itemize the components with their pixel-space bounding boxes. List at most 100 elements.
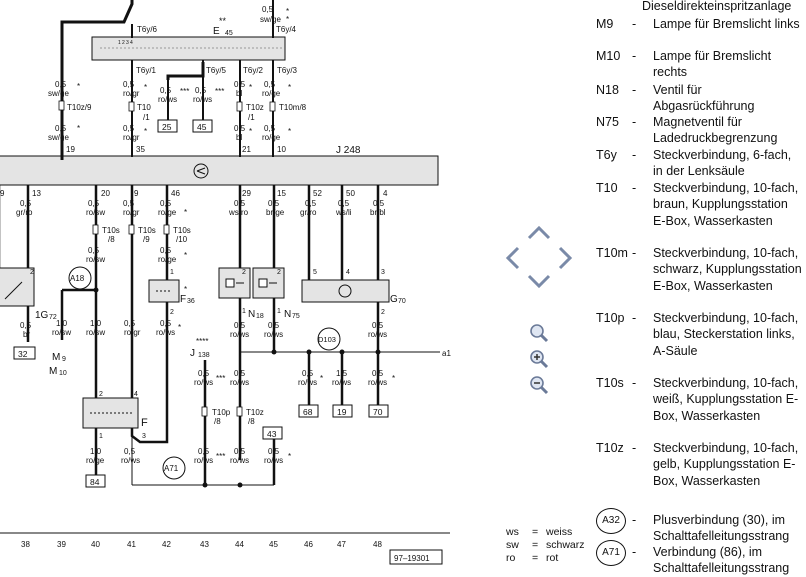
zoom-out-icon[interactable] [528, 374, 550, 396]
legend-description: Lampe für Bremslicht rechts [653, 49, 772, 80]
svg-text:ro/ge: ro/ge [262, 89, 281, 98]
legend-code: A71 [596, 540, 626, 566]
svg-text:0,5: 0,5 [123, 124, 135, 133]
ref-box-84 [85, 474, 106, 488]
svg-text:ro/ws: ro/ws [368, 330, 387, 339]
svg-text:21: 21 [242, 145, 251, 154]
pan-right-icon[interactable] [554, 244, 576, 272]
svg-text:19: 19 [337, 407, 347, 417]
svg-text:0,5: 0,5 [124, 447, 136, 456]
pan-left-icon[interactable] [502, 244, 524, 272]
svg-text:*: * [144, 127, 147, 136]
svg-text:18: 18 [256, 313, 264, 320]
color-name: rot [546, 552, 559, 564]
svg-text:N: N [248, 309, 255, 320]
svg-text:20: 20 [101, 189, 110, 198]
svg-text:/8: /8 [248, 417, 255, 426]
svg-text:138: 138 [198, 352, 210, 359]
svg-text:15: 15 [277, 189, 286, 198]
svg-text:*: * [184, 251, 187, 260]
d103-connection [317, 327, 341, 351]
svg-text:1,0: 1,0 [90, 447, 102, 456]
svg-text:0,5: 0,5 [124, 319, 136, 328]
g70-meter-icon [338, 284, 352, 298]
svg-text:0,5: 0,5 [234, 447, 246, 456]
legend-dash: - [632, 115, 637, 129]
svg-text:sw/ge: sw/ge [48, 133, 69, 142]
legend-description: Steckverbindung, 10-fach, schwarz, Kuppl… [653, 246, 802, 293]
svg-text:T10z/9: T10z/9 [67, 103, 92, 112]
color-name: weiss [546, 526, 573, 538]
svg-text:0,5: 0,5 [338, 199, 350, 208]
e45-label: E [213, 26, 220, 37]
svg-text:T10s: T10s [102, 226, 120, 235]
svg-text:3: 3 [142, 433, 146, 440]
svg-text:0,5: 0,5 [198, 447, 210, 456]
svg-text:ro/ws: ro/ws [194, 456, 213, 465]
zoom-fit-icon[interactable] [528, 322, 550, 344]
svg-text:29: 29 [242, 189, 251, 198]
legend-code: M9 [596, 17, 614, 31]
svg-text:bl: bl [236, 133, 242, 142]
column-number: 41 [127, 540, 136, 549]
svg-text:*: * [288, 452, 291, 461]
column-number: 45 [269, 540, 278, 549]
svg-text:/9: /9 [143, 235, 150, 244]
svg-text:ro/sw: ro/sw [86, 208, 105, 217]
svg-text:ro/ge: ro/ge [158, 255, 177, 264]
svg-text:10: 10 [277, 145, 286, 154]
svg-text:*: * [144, 83, 147, 92]
svg-text:0,5: 0,5 [234, 124, 246, 133]
svg-text:/10: /10 [176, 235, 188, 244]
n18-valve [218, 267, 251, 299]
svg-text:D103: D103 [318, 335, 336, 344]
component-legend: Dieseldirekteinspritzanlage M9-Lampe für… [596, 0, 806, 575]
drawing-number-box [389, 549, 443, 565]
svg-text:/8: /8 [214, 417, 221, 426]
svg-text:T10s: T10s [138, 226, 156, 235]
diagram-navigation [500, 222, 580, 422]
svg-text:T10s: T10s [173, 226, 191, 235]
legend-dash: - [632, 311, 637, 325]
legend-description: Verbindung (86), im Schalttafelleitungss… [653, 545, 790, 576]
svg-text:4: 4 [346, 269, 350, 276]
svg-text:T6y/5: T6y/5 [206, 66, 227, 75]
svg-text:br: br [23, 330, 30, 339]
zoom-in-icon[interactable] [528, 348, 550, 370]
svg-text:9: 9 [62, 356, 66, 363]
svg-text:ro/ge: ro/ge [262, 133, 281, 142]
svg-text:*: * [286, 15, 289, 24]
svg-text:46: 46 [171, 189, 180, 198]
svg-text:0,5: 0,5 [262, 5, 274, 14]
svg-text:0,5: 0,5 [88, 246, 100, 255]
column-number: 43 [200, 540, 209, 549]
svg-text:10: 10 [59, 370, 67, 377]
pan-down-icon[interactable] [525, 270, 553, 292]
pan-up-icon[interactable] [525, 222, 553, 244]
svg-text:*: * [184, 208, 187, 217]
svg-text:bl: bl [236, 89, 242, 98]
svg-text:1,0: 1,0 [90, 319, 102, 328]
column-number: 47 [337, 540, 346, 549]
svg-text:70: 70 [398, 298, 406, 305]
svg-text:4: 4 [134, 391, 138, 398]
svg-text:ro/ws: ro/ws [368, 378, 387, 387]
svg-text:0,5: 0,5 [55, 124, 67, 133]
svg-text:J: J [190, 348, 195, 359]
svg-text:13: 13 [32, 189, 41, 198]
svg-text:35: 35 [136, 145, 145, 154]
legend-description: Steckverbindung, 10-fach, gelb, Kupplung… [653, 441, 799, 488]
svg-text:*: * [288, 83, 291, 92]
legend-code: A32 [596, 508, 626, 534]
svg-text:84: 84 [90, 477, 100, 487]
svg-text:T10z: T10z [246, 408, 264, 417]
svg-text:***: *** [216, 452, 225, 461]
legend-description: Lampe für Bremslicht links [653, 17, 800, 31]
svg-text:0,5: 0,5 [160, 199, 172, 208]
svg-text:*: * [178, 323, 181, 332]
svg-text:36: 36 [187, 298, 195, 305]
ref-box-25 [157, 119, 178, 133]
svg-text:1: 1 [277, 308, 281, 315]
svg-text:gr/ro: gr/ro [300, 208, 317, 217]
